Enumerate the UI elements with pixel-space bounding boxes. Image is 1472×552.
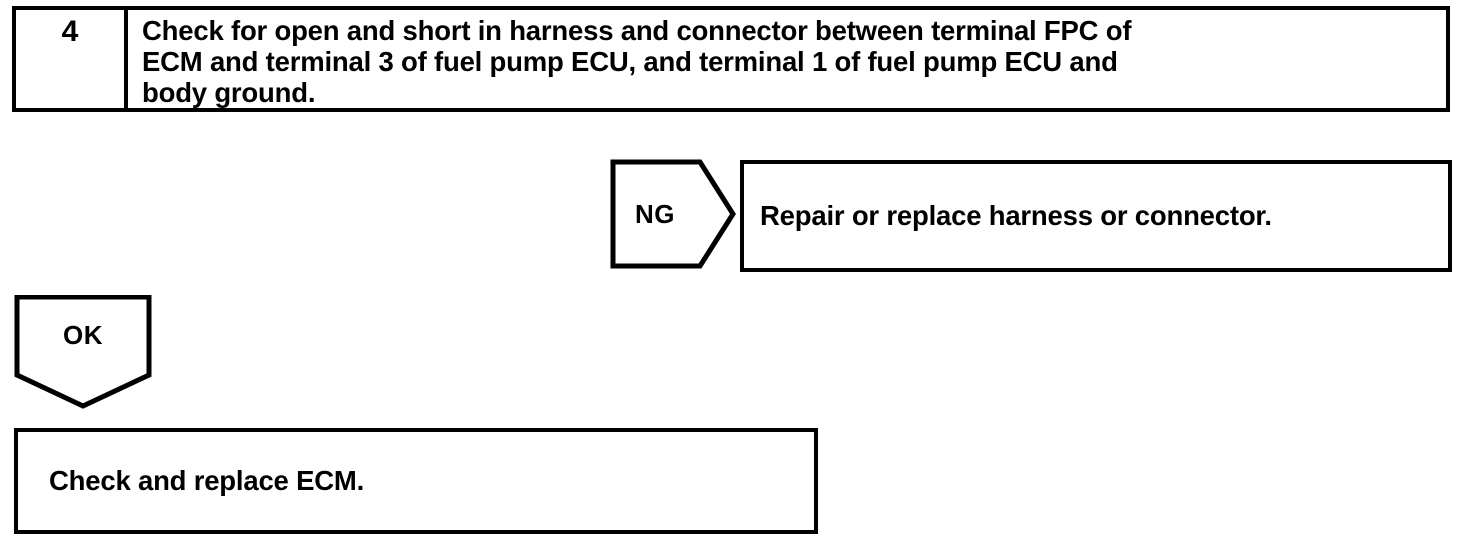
ok-arrow-label: OK (63, 319, 103, 350)
step-instruction-cell: Check for open and short in harness and … (132, 10, 1446, 108)
ng-arrow-shape (610, 159, 736, 269)
ok-result-box: Check and replace ECM. (14, 428, 818, 534)
step-table-row: 4 Check for open and short in harness an… (12, 6, 1450, 112)
ng-arrow: NG (610, 159, 736, 269)
ok-arrow-shape (14, 295, 152, 409)
ng-arrow-label: NG (635, 198, 675, 229)
ng-result-text: Repair or replace harness or connector. (760, 200, 1272, 231)
step-instruction-text: Check for open and short in harness and … (142, 15, 1132, 108)
step-number-cell: 4 (16, 10, 128, 108)
step-number: 4 (61, 15, 79, 48)
ng-result-box: Repair or replace harness or connector. (740, 160, 1452, 272)
ok-arrow: OK (14, 295, 152, 409)
ok-result-text: Check and replace ECM. (49, 465, 365, 496)
